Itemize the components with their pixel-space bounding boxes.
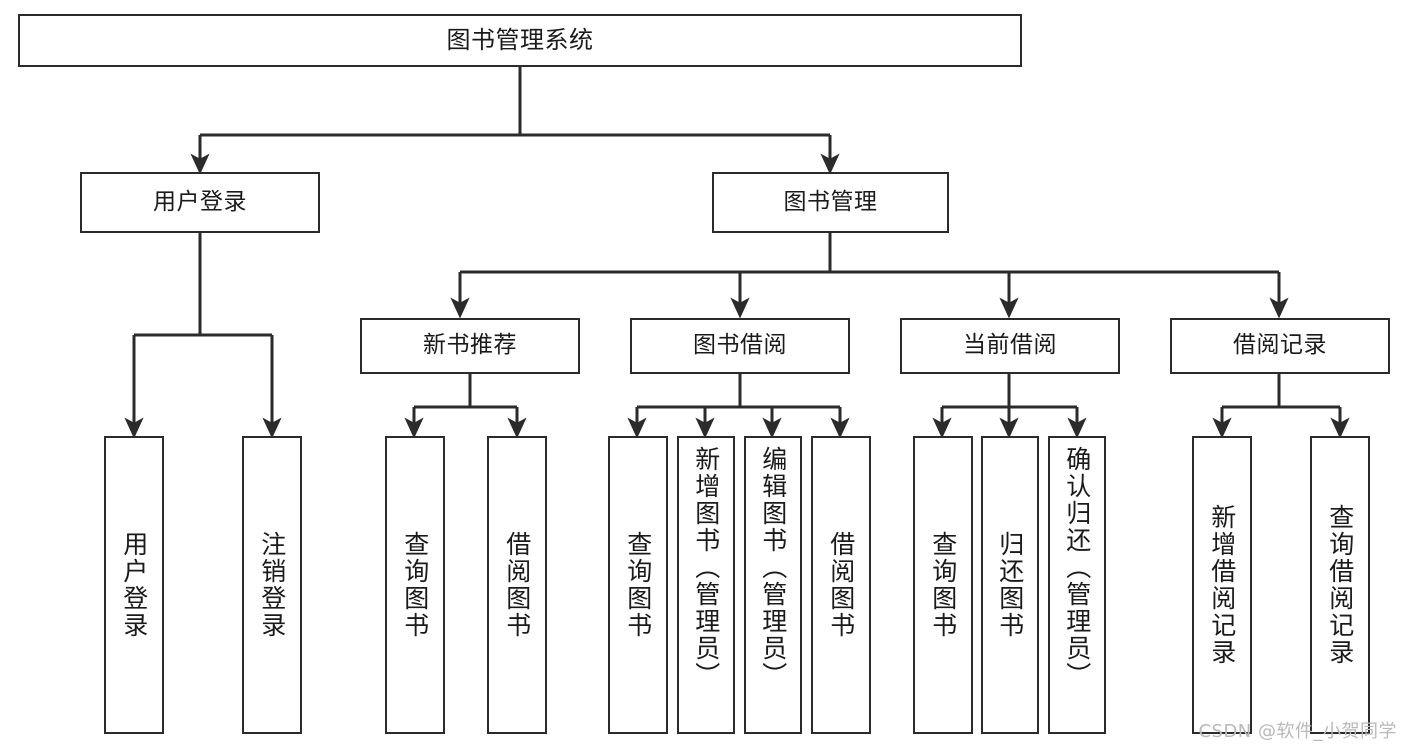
- node-label: 借阅图书: [502, 531, 532, 639]
- node-label: 新增图书（管理员）: [691, 446, 721, 689]
- leaf-borrow-book-b[interactable]: 借阅图书: [811, 436, 871, 734]
- node-label: 查询图书: [928, 531, 958, 639]
- node-label: 查询图书: [623, 531, 653, 639]
- node-book-borrowing[interactable]: 图书借阅: [630, 318, 850, 374]
- node-label: 新书推荐: [423, 332, 517, 359]
- leaf-add-borrow-record[interactable]: 新增借阅记录: [1192, 436, 1252, 734]
- node-new-book-recommendation[interactable]: 新书推荐: [360, 318, 580, 374]
- leaf-confirm-return-admin[interactable]: 确认归还（管理员）: [1048, 436, 1106, 734]
- leaf-user-login[interactable]: 用户登录: [104, 436, 164, 734]
- leaf-logout[interactable]: 注销登录: [242, 436, 302, 734]
- node-borrowing-record[interactable]: 借阅记录: [1170, 318, 1390, 374]
- leaf-borrow-book-a[interactable]: 借阅图书: [487, 436, 547, 734]
- leaf-return-book[interactable]: 归还图书: [981, 436, 1039, 734]
- leaf-query-book-b[interactable]: 查询图书: [608, 436, 668, 734]
- node-book-management[interactable]: 图书管理: [712, 172, 949, 233]
- leaf-query-book-a[interactable]: 查询图书: [385, 436, 445, 734]
- node-label: 图书借阅: [693, 332, 787, 359]
- node-user-login[interactable]: 用户登录: [80, 172, 320, 233]
- node-label: 新增借阅记录: [1207, 504, 1237, 666]
- node-label: 查询借阅记录: [1325, 504, 1355, 666]
- node-label: 查询图书: [400, 531, 430, 639]
- node-label: 编辑图书（管理员）: [758, 446, 788, 689]
- leaf-edit-book-admin[interactable]: 编辑图书（管理员）: [744, 436, 802, 734]
- node-label: 确认归还（管理员）: [1062, 446, 1092, 689]
- node-root-system[interactable]: 图书管理系统: [18, 14, 1022, 67]
- leaf-add-book-admin[interactable]: 新增图书（管理员）: [677, 436, 735, 734]
- node-label: 借阅记录: [1233, 332, 1327, 359]
- node-label: 注销登录: [257, 531, 287, 639]
- leaf-query-book-c[interactable]: 查询图书: [913, 436, 973, 734]
- node-label: 用户登录: [119, 531, 149, 639]
- node-label: 归还图书: [995, 531, 1025, 639]
- leaf-query-borrow-record[interactable]: 查询借阅记录: [1310, 436, 1370, 734]
- node-label: 图书管理系统: [446, 26, 594, 55]
- node-label: 图书管理: [783, 188, 878, 215]
- node-label: 当前借阅: [963, 332, 1057, 359]
- node-label: 借阅图书: [826, 531, 856, 639]
- watermark-text: CSDN @软件_小贺同学: [1198, 721, 1397, 742]
- node-label: 用户登录: [153, 188, 247, 215]
- node-current-borrowing[interactable]: 当前借阅: [900, 318, 1120, 374]
